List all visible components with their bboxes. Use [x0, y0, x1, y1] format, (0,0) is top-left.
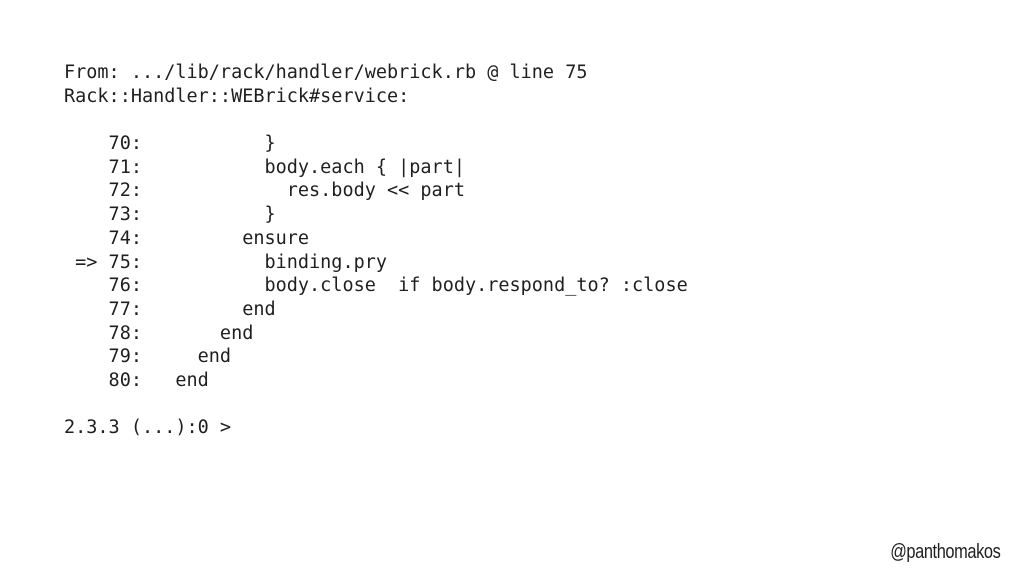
pry-terminal-output: From: .../lib/rack/handler/webrick.rb @ … — [64, 61, 964, 440]
code-line: 73: } — [64, 204, 276, 226]
code-line: 79: end — [64, 346, 232, 368]
code-line: 74: ensure — [64, 227, 310, 249]
spacer — [64, 393, 964, 417]
code-line: 78: end — [64, 322, 254, 344]
code-line: 80: end — [64, 369, 209, 391]
method-signature-line: Rack::Handler::WEBrick#service: — [64, 85, 410, 107]
spacer — [64, 108, 964, 132]
source-location-line: From: .../lib/rack/handler/webrick.rb @ … — [64, 62, 588, 83]
author-handle: @panthomakos — [889, 541, 1001, 563]
code-line: 77: end — [64, 298, 276, 320]
code-line: 70: } — [64, 133, 276, 155]
code-line: 72: res.body << part — [64, 180, 465, 202]
code-line: 76: body.close if body.respond_to? :clos… — [64, 275, 688, 297]
code-line: 71: body.each { |part| — [64, 156, 465, 178]
pry-prompt[interactable]: 2.3.3 (...):0 > — [64, 417, 243, 439]
current-code-line: => 75: binding.pry — [64, 251, 388, 273]
